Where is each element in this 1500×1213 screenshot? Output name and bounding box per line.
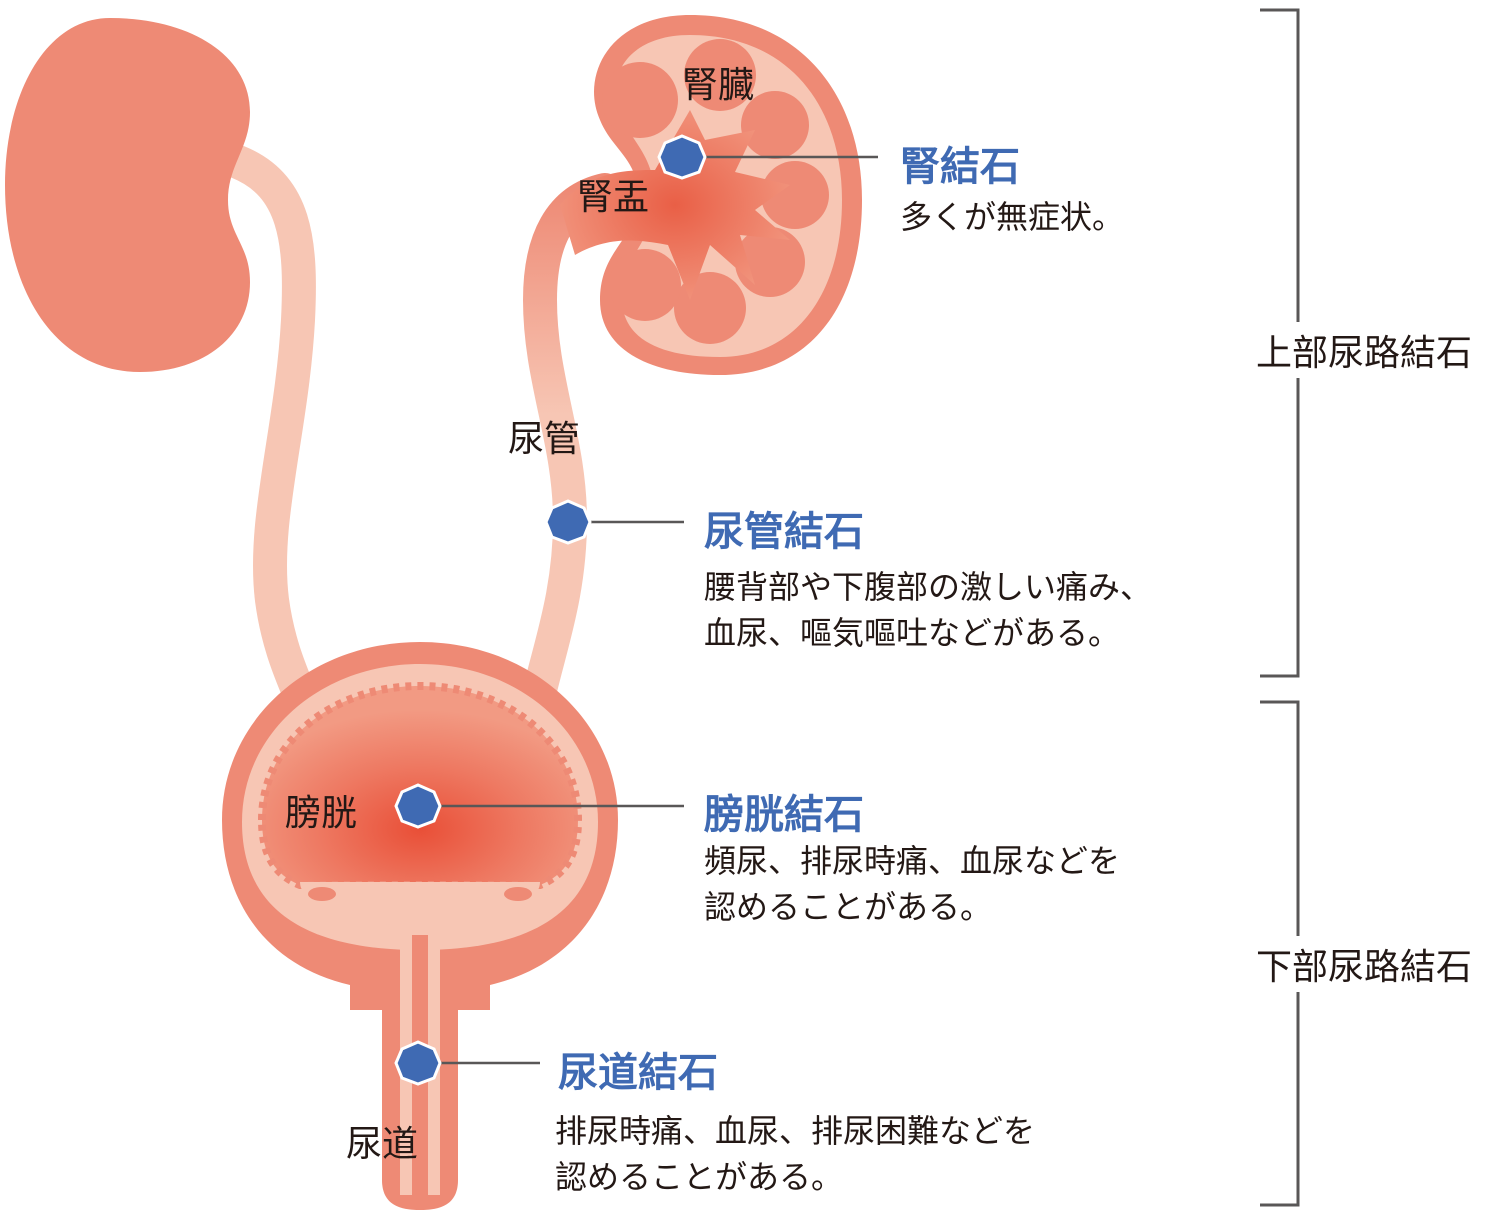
- urethra-stone-title: 尿道結石: [558, 1050, 718, 1096]
- kidney-stone-marker: [657, 134, 707, 180]
- ureter-stone-desc: 腰背部や下腹部の激しい痛み、 血尿、嘔気嘔吐などがある。: [704, 568, 1153, 652]
- bladder-stone-desc: 頻尿、排尿時痛、血尿などを 認めることがある。: [704, 842, 1121, 926]
- urethra-stone-marker: [394, 1040, 442, 1086]
- left-kidney: [5, 18, 250, 372]
- kidney-label: 腎臓: [682, 65, 755, 106]
- bladder-stone-title: 膀胱結石: [704, 792, 864, 838]
- left-ureter: [221, 145, 317, 712]
- bladder-stone-marker: [394, 783, 442, 829]
- renal-pelvis-label: 腎盂: [577, 177, 650, 218]
- right-ureter: [522, 173, 622, 707]
- ureter-stone-marker: [544, 499, 592, 545]
- kidney-stone-title: 腎結石: [900, 144, 1020, 190]
- ureter-label: 尿管: [508, 419, 581, 460]
- urethra-stone-desc: 排尿時痛、血尿、排尿困難などを 認めることがある。: [555, 1112, 1036, 1196]
- lower-tract-group-label: 下部尿路結石: [1256, 936, 1473, 992]
- bladder-label: 膀胱: [285, 793, 358, 834]
- ureter-stone-title: 尿管結石: [704, 509, 864, 555]
- kidney-stone-desc: 多くが無症状。: [900, 198, 1125, 236]
- right-kidney-cross-section: [560, 15, 862, 375]
- urethra-label: 尿道: [346, 1124, 419, 1165]
- upper-tract-group-label: 上部尿路結石: [1256, 322, 1473, 378]
